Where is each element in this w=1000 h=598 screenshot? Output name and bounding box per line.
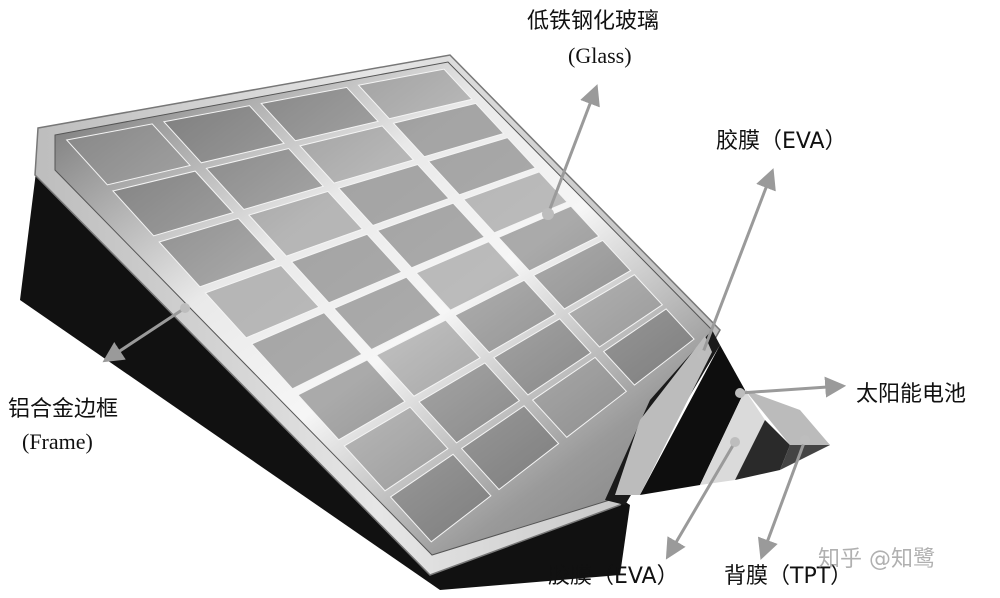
solar-cell bbox=[392, 102, 505, 158]
solar-cell bbox=[532, 239, 632, 310]
solar-cell bbox=[205, 147, 325, 211]
solar-cell bbox=[376, 202, 486, 269]
cell-layer-stripes bbox=[700, 390, 765, 485]
backsheet-highlight bbox=[745, 390, 830, 445]
solar-cell bbox=[111, 170, 234, 237]
leader-arrows bbox=[102, 84, 847, 560]
solar-cell bbox=[602, 308, 695, 386]
solar-cell bbox=[290, 233, 403, 304]
solar-cell bbox=[418, 362, 521, 444]
arrow-eva-top bbox=[700, 168, 776, 356]
label-glass-cn: 低铁钢化玻璃 bbox=[527, 9, 660, 34]
solar-cell bbox=[427, 137, 537, 196]
solar-cell bbox=[65, 123, 191, 186]
cell-layer bbox=[640, 345, 745, 495]
eva-top-highlight bbox=[615, 336, 712, 495]
solar-cell bbox=[357, 68, 473, 120]
eva-bottom-layer bbox=[735, 420, 790, 480]
label-frame-cn: 铝合金边框 bbox=[8, 397, 119, 422]
solar-cell bbox=[454, 279, 557, 354]
solar-cell bbox=[389, 453, 492, 543]
watermark: 知乎 @知鹭 bbox=[818, 547, 935, 572]
solar-cell bbox=[250, 312, 363, 390]
solar-cell bbox=[162, 105, 285, 164]
solar-cell bbox=[343, 406, 449, 492]
solar-cell-grid bbox=[65, 68, 695, 543]
solar-cell bbox=[248, 190, 364, 257]
solar-cell bbox=[415, 241, 521, 311]
solar-cell bbox=[493, 318, 592, 396]
solar-cell bbox=[462, 171, 568, 234]
solar-cell bbox=[567, 274, 664, 348]
solar-cell bbox=[158, 217, 277, 288]
solar-cell bbox=[337, 163, 450, 227]
arrow-eva-bottom bbox=[665, 441, 737, 560]
solar-cell bbox=[460, 405, 560, 491]
arrow-glass bbox=[546, 84, 600, 215]
solar-cell bbox=[204, 264, 320, 339]
label-eva-top: 胶膜（EVA） bbox=[716, 129, 847, 154]
arrow-tail-dots bbox=[180, 208, 810, 447]
solar-cell bbox=[260, 86, 379, 142]
solar-cell bbox=[299, 125, 415, 184]
solar-cell bbox=[531, 356, 628, 438]
label-eva-bottom: 胶膜（EVA） bbox=[548, 564, 679, 589]
solar-cell bbox=[333, 276, 442, 351]
arrow-frame bbox=[102, 306, 186, 363]
arrow-solar-cell bbox=[739, 376, 847, 398]
label-backsheet: 背膜（TPT） bbox=[724, 564, 853, 589]
solar-cell bbox=[297, 359, 406, 441]
label-glass-en: (Glass) bbox=[568, 43, 632, 68]
label-frame-en: (Frame) bbox=[22, 429, 93, 454]
arrow-backsheet bbox=[757, 439, 807, 560]
solar-cell bbox=[375, 319, 481, 397]
label-solar-cell: 太阳能电池 bbox=[856, 382, 967, 407]
